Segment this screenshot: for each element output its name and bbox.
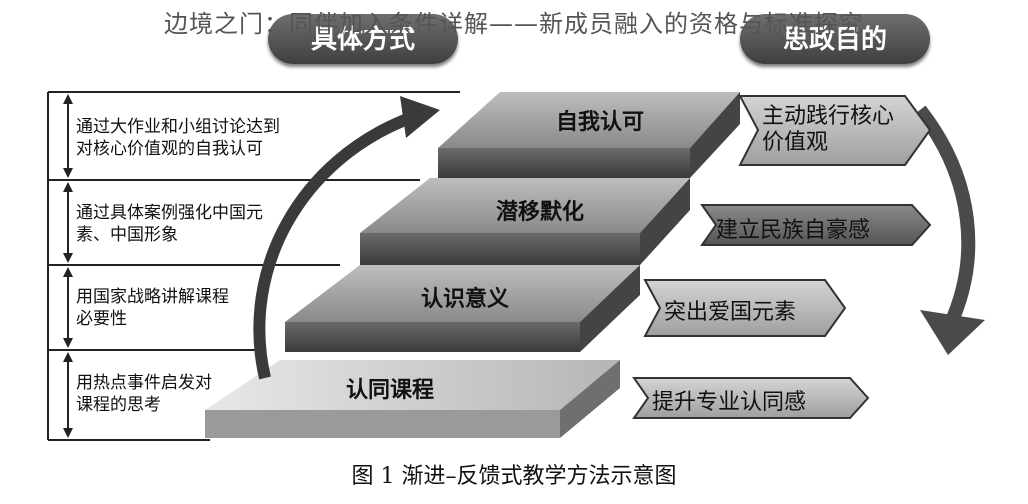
figure-caption: 图 1 渐进–反馈式教学方法示意图: [351, 464, 677, 489]
goal-4-text: 提升专业认同感: [652, 390, 807, 415]
header-goals: 思政目的: [740, 14, 930, 64]
method-4-text: 用热点事件启发对课程的思考: [76, 373, 212, 415]
method-2-text: 通过具体案例强化中国元素、中国形象: [76, 203, 263, 245]
step-1-label: 自我认可: [555, 110, 644, 135]
goal-3-text: 突出爱国元素: [664, 300, 797, 325]
step-1-shape: [438, 92, 740, 178]
step-4-shape: [205, 360, 620, 438]
progress-arrow-up: [253, 96, 440, 380]
step-2-shape: [360, 178, 690, 265]
step-2-label: 潜移默化: [495, 200, 584, 225]
goal-1-text: 主动践行核心价值观: [762, 104, 895, 155]
overlay-title: 边境之门：同伴加入条件详解——新成员融入的资格与标准探究: [164, 10, 864, 38]
left-axis: [47, 91, 460, 441]
step-3-shape: [285, 265, 640, 352]
goal-box-1-shape: [738, 95, 932, 166]
step-3-label: 认识意义: [420, 287, 509, 312]
feedback-arrow-down: [914, 105, 985, 355]
step-4-label: 认同课程: [345, 378, 434, 403]
goal-box-3-shape: [643, 279, 847, 337]
axis-arrowheads: [63, 94, 73, 438]
goal-box-2-shape: [700, 204, 932, 246]
method-1-text: 通过大作业和小组讨论达到对核心价值观的自我认可: [76, 117, 280, 159]
goal-2-text: 建立民族自豪感: [716, 218, 871, 243]
header-methods: 具体方式: [268, 14, 458, 64]
goal-box-4-shape: [632, 377, 870, 419]
method-3-text: 用国家战略讲解课程必要性: [76, 287, 229, 329]
